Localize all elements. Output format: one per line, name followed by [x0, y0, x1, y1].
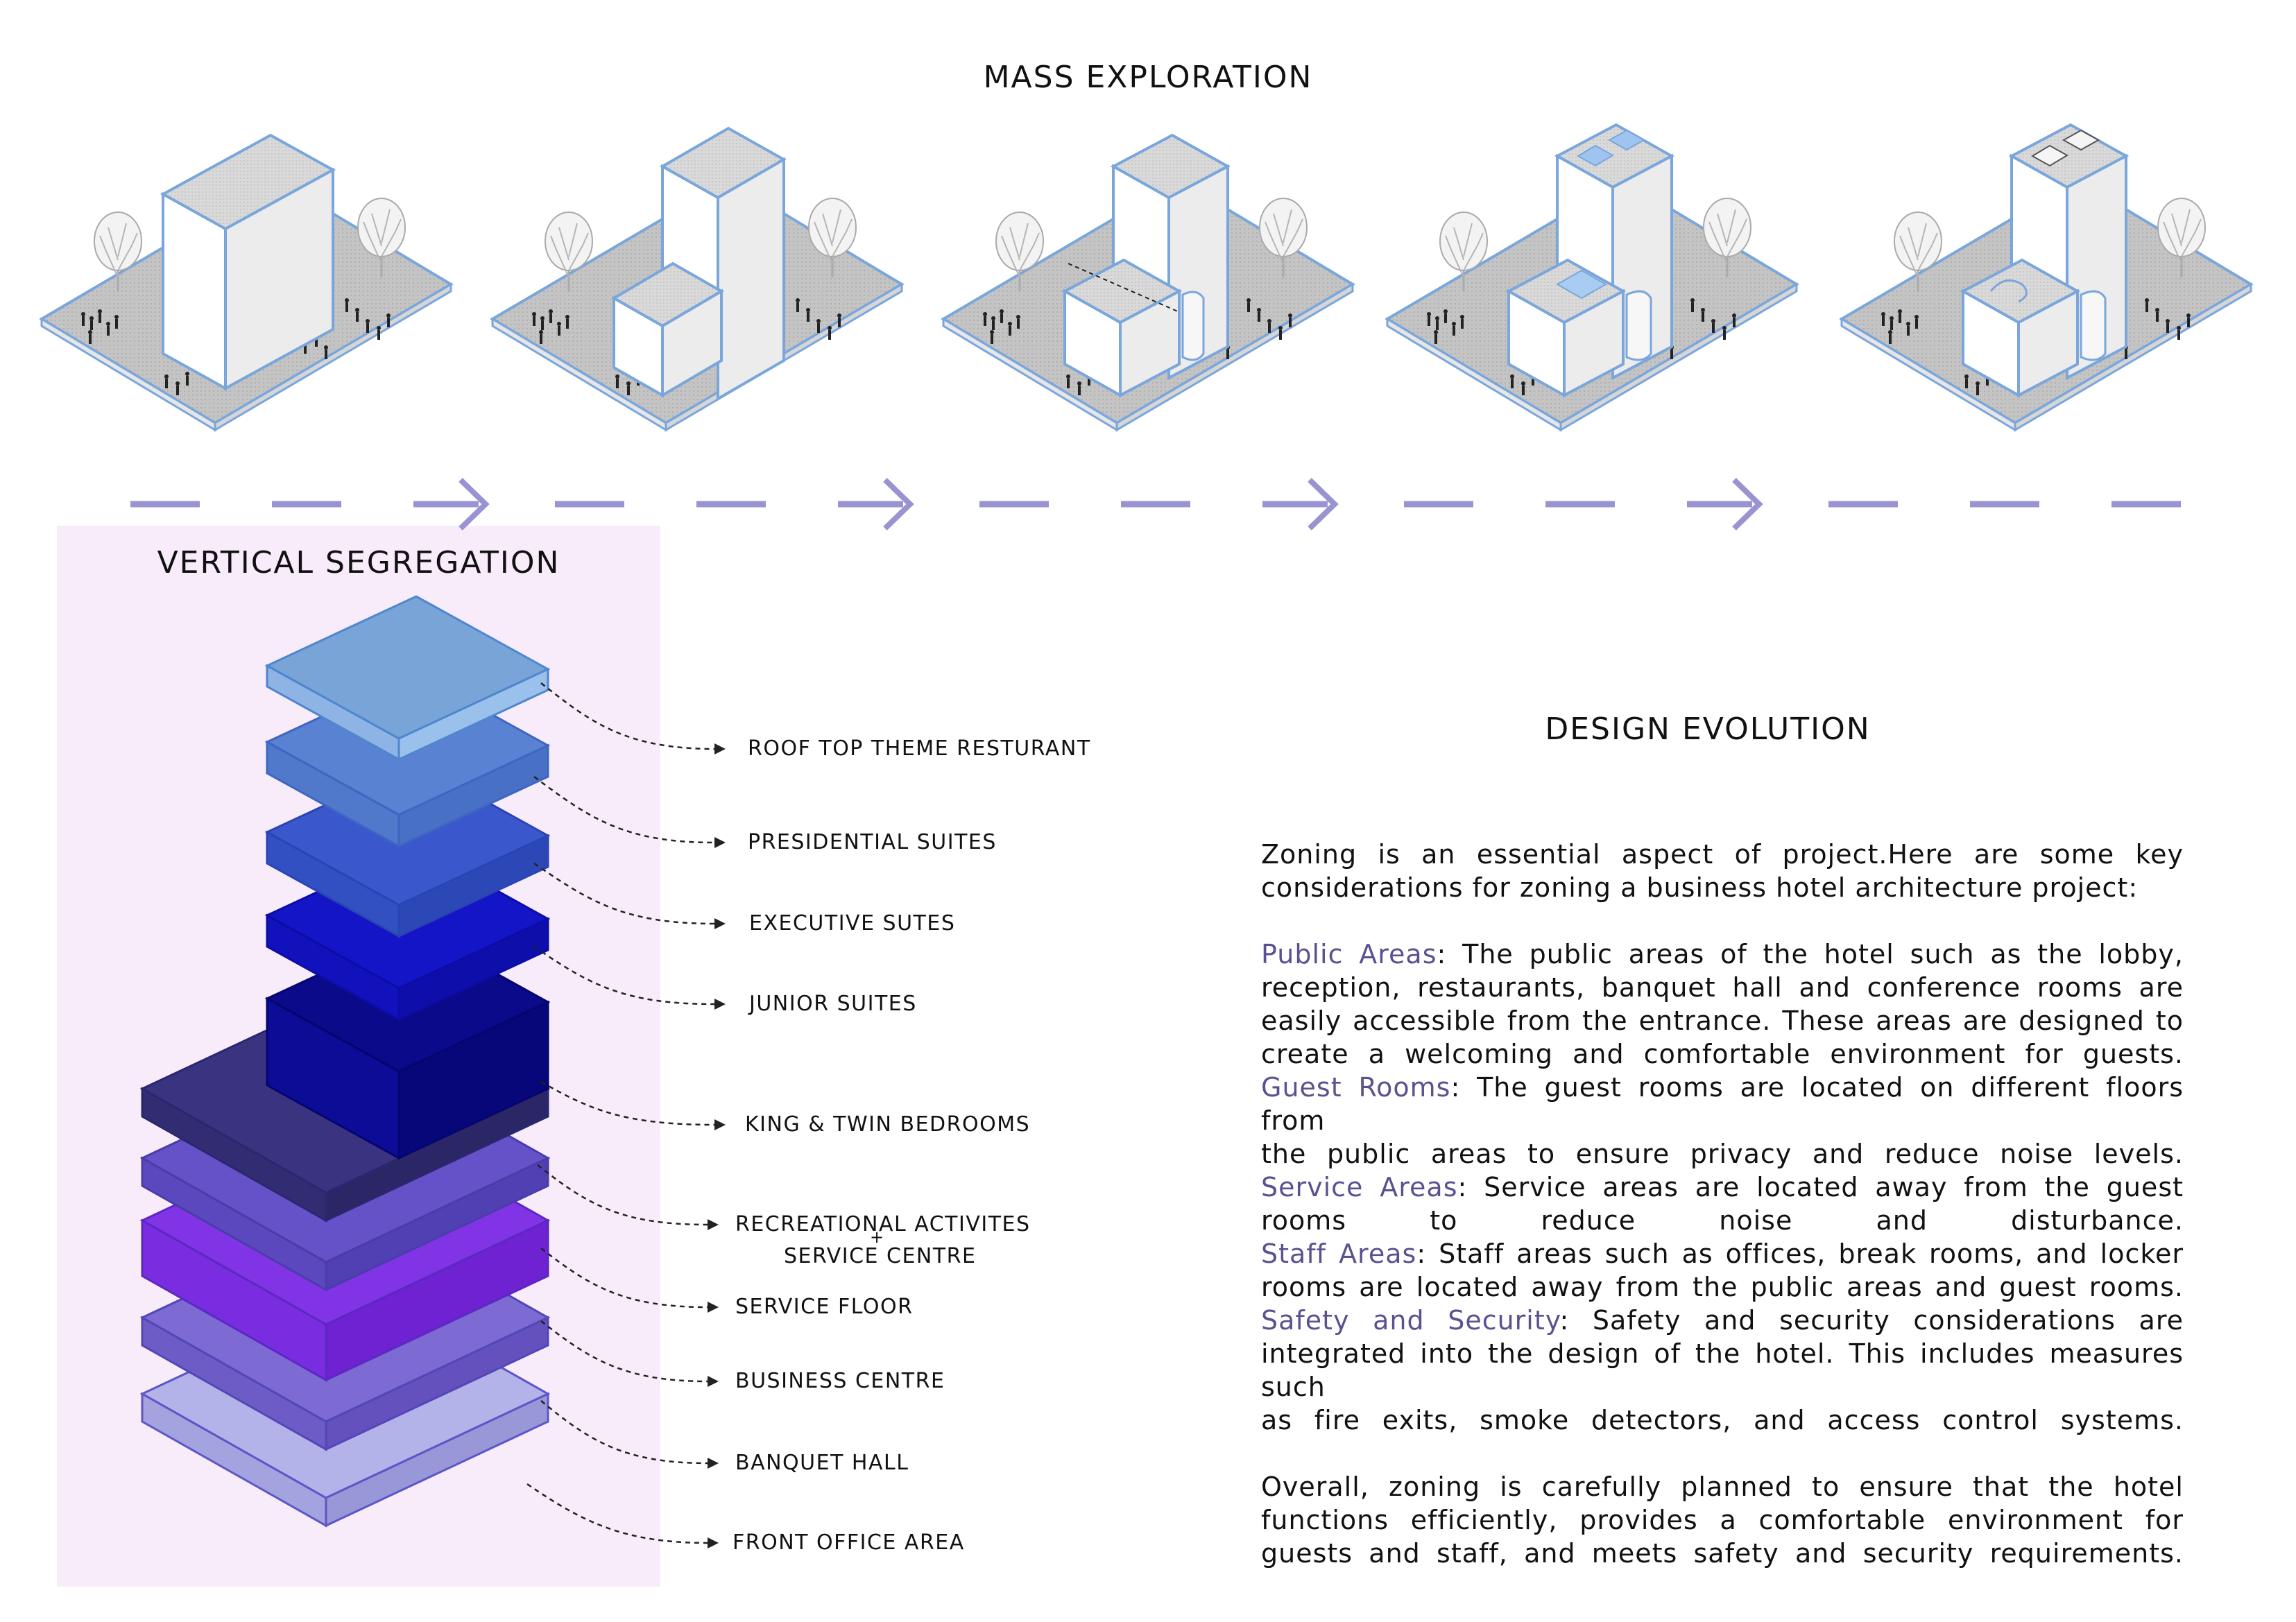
design-evolution-text: Zoning is an essential aspect of project… [1261, 838, 2184, 1570]
label-presidential-suites: PRESIDENTIAL SUITES [748, 830, 997, 854]
label-executive-suites: EXECUTIVE SUTES [749, 911, 956, 935]
safety-line-3: as fire exits, smoke detectors, and acce… [1261, 1405, 2184, 1435]
mass-model-2 [492, 126, 902, 430]
service-areas-line-1: Service Areas: Service areas are located… [1261, 1172, 2184, 1202]
stack-rooftop-restaurant [264, 595, 551, 761]
overall-line-1: Overall, zoning is carefully planned to … [1261, 1472, 2184, 1502]
service-areas-line-2: rooms to reduce noise and disturbance. [1261, 1205, 2184, 1236]
mass-model-5 [1842, 123, 2251, 430]
public-areas-line-3: easily accessible from the entrance. The… [1261, 1006, 2184, 1036]
label-service-floor: SERVICE FLOOR [735, 1295, 914, 1319]
guest-rooms-line-2: the public areas to ensure privacy and r… [1261, 1139, 2184, 1169]
staff-areas-heading: Staff Areas [1261, 1239, 1417, 1269]
mass-model-1 [42, 133, 451, 430]
leader-lines [526, 682, 715, 1544]
progression-arrows [130, 478, 2181, 530]
service-areas-heading: Service Areas [1261, 1172, 1458, 1202]
label-rooftop-restaurant: ROOF TOP THEME RESTURANT [748, 736, 1091, 761]
label-service-centre: SERVICE CENTRE [784, 1244, 977, 1268]
overall-line-2: functions efficiently, provides a comfor… [1261, 1505, 2184, 1535]
label-business-centre: BUSINESS CENTRE [735, 1369, 945, 1393]
guest-rooms-heading: Guest Rooms [1261, 1072, 1451, 1103]
design-evolution-title: DESIGN EVOLUTION [1545, 711, 1871, 747]
public-areas-line-2: reception, restaurants, banquet hall and… [1261, 972, 2184, 1003]
intro-line-1: Zoning is an essential aspect of project… [1261, 839, 2184, 870]
label-plus: + [870, 1227, 885, 1247]
mass-model-3 [943, 133, 1353, 430]
mass-exploration-title: MASS EXPLORATION [983, 60, 1313, 95]
overall-line-3: guests and staff, and meets safety and s… [1261, 1538, 2184, 1569]
leader-arrowheads [708, 743, 726, 1548]
mass-model-4 [1387, 123, 1797, 430]
label-recreational-activities: RECREATIONAL ACTIVITES [735, 1212, 1031, 1236]
label-king-twin-bedrooms: KING & TWIN BEDROOMS [745, 1112, 1031, 1137]
public-areas-line-4: create a welcoming and comfortable envir… [1261, 1039, 2184, 1069]
guest-rooms-line-1: Guest Rooms: The guest rooms are located… [1261, 1072, 2184, 1136]
public-areas-line-1: Public Areas: The public areas of the ho… [1261, 939, 2184, 969]
label-front-office-area: FRONT OFFICE AREA [733, 1530, 965, 1555]
safety-heading: Safety and Security [1261, 1305, 1560, 1336]
vertical-segregation-title: VERTICAL SEGREGATION [157, 545, 560, 580]
label-banquet-hall: BANQUET HALL [735, 1451, 909, 1475]
staff-areas-line-2: rooms are located away from the public a… [1261, 1272, 2184, 1302]
safety-line-2: integrated into the design of the hotel.… [1261, 1338, 2184, 1402]
intro-line-2: considerations for zoning a business hot… [1261, 872, 2139, 903]
label-junior-suites: JUNIOR SUITES [749, 992, 917, 1016]
safety-line-1: Safety and Security: Safety and security… [1261, 1305, 2184, 1336]
staff-areas-line-1: Staff Areas: Staff areas such as offices… [1261, 1239, 2184, 1269]
public-areas-heading: Public Areas [1261, 939, 1437, 969]
